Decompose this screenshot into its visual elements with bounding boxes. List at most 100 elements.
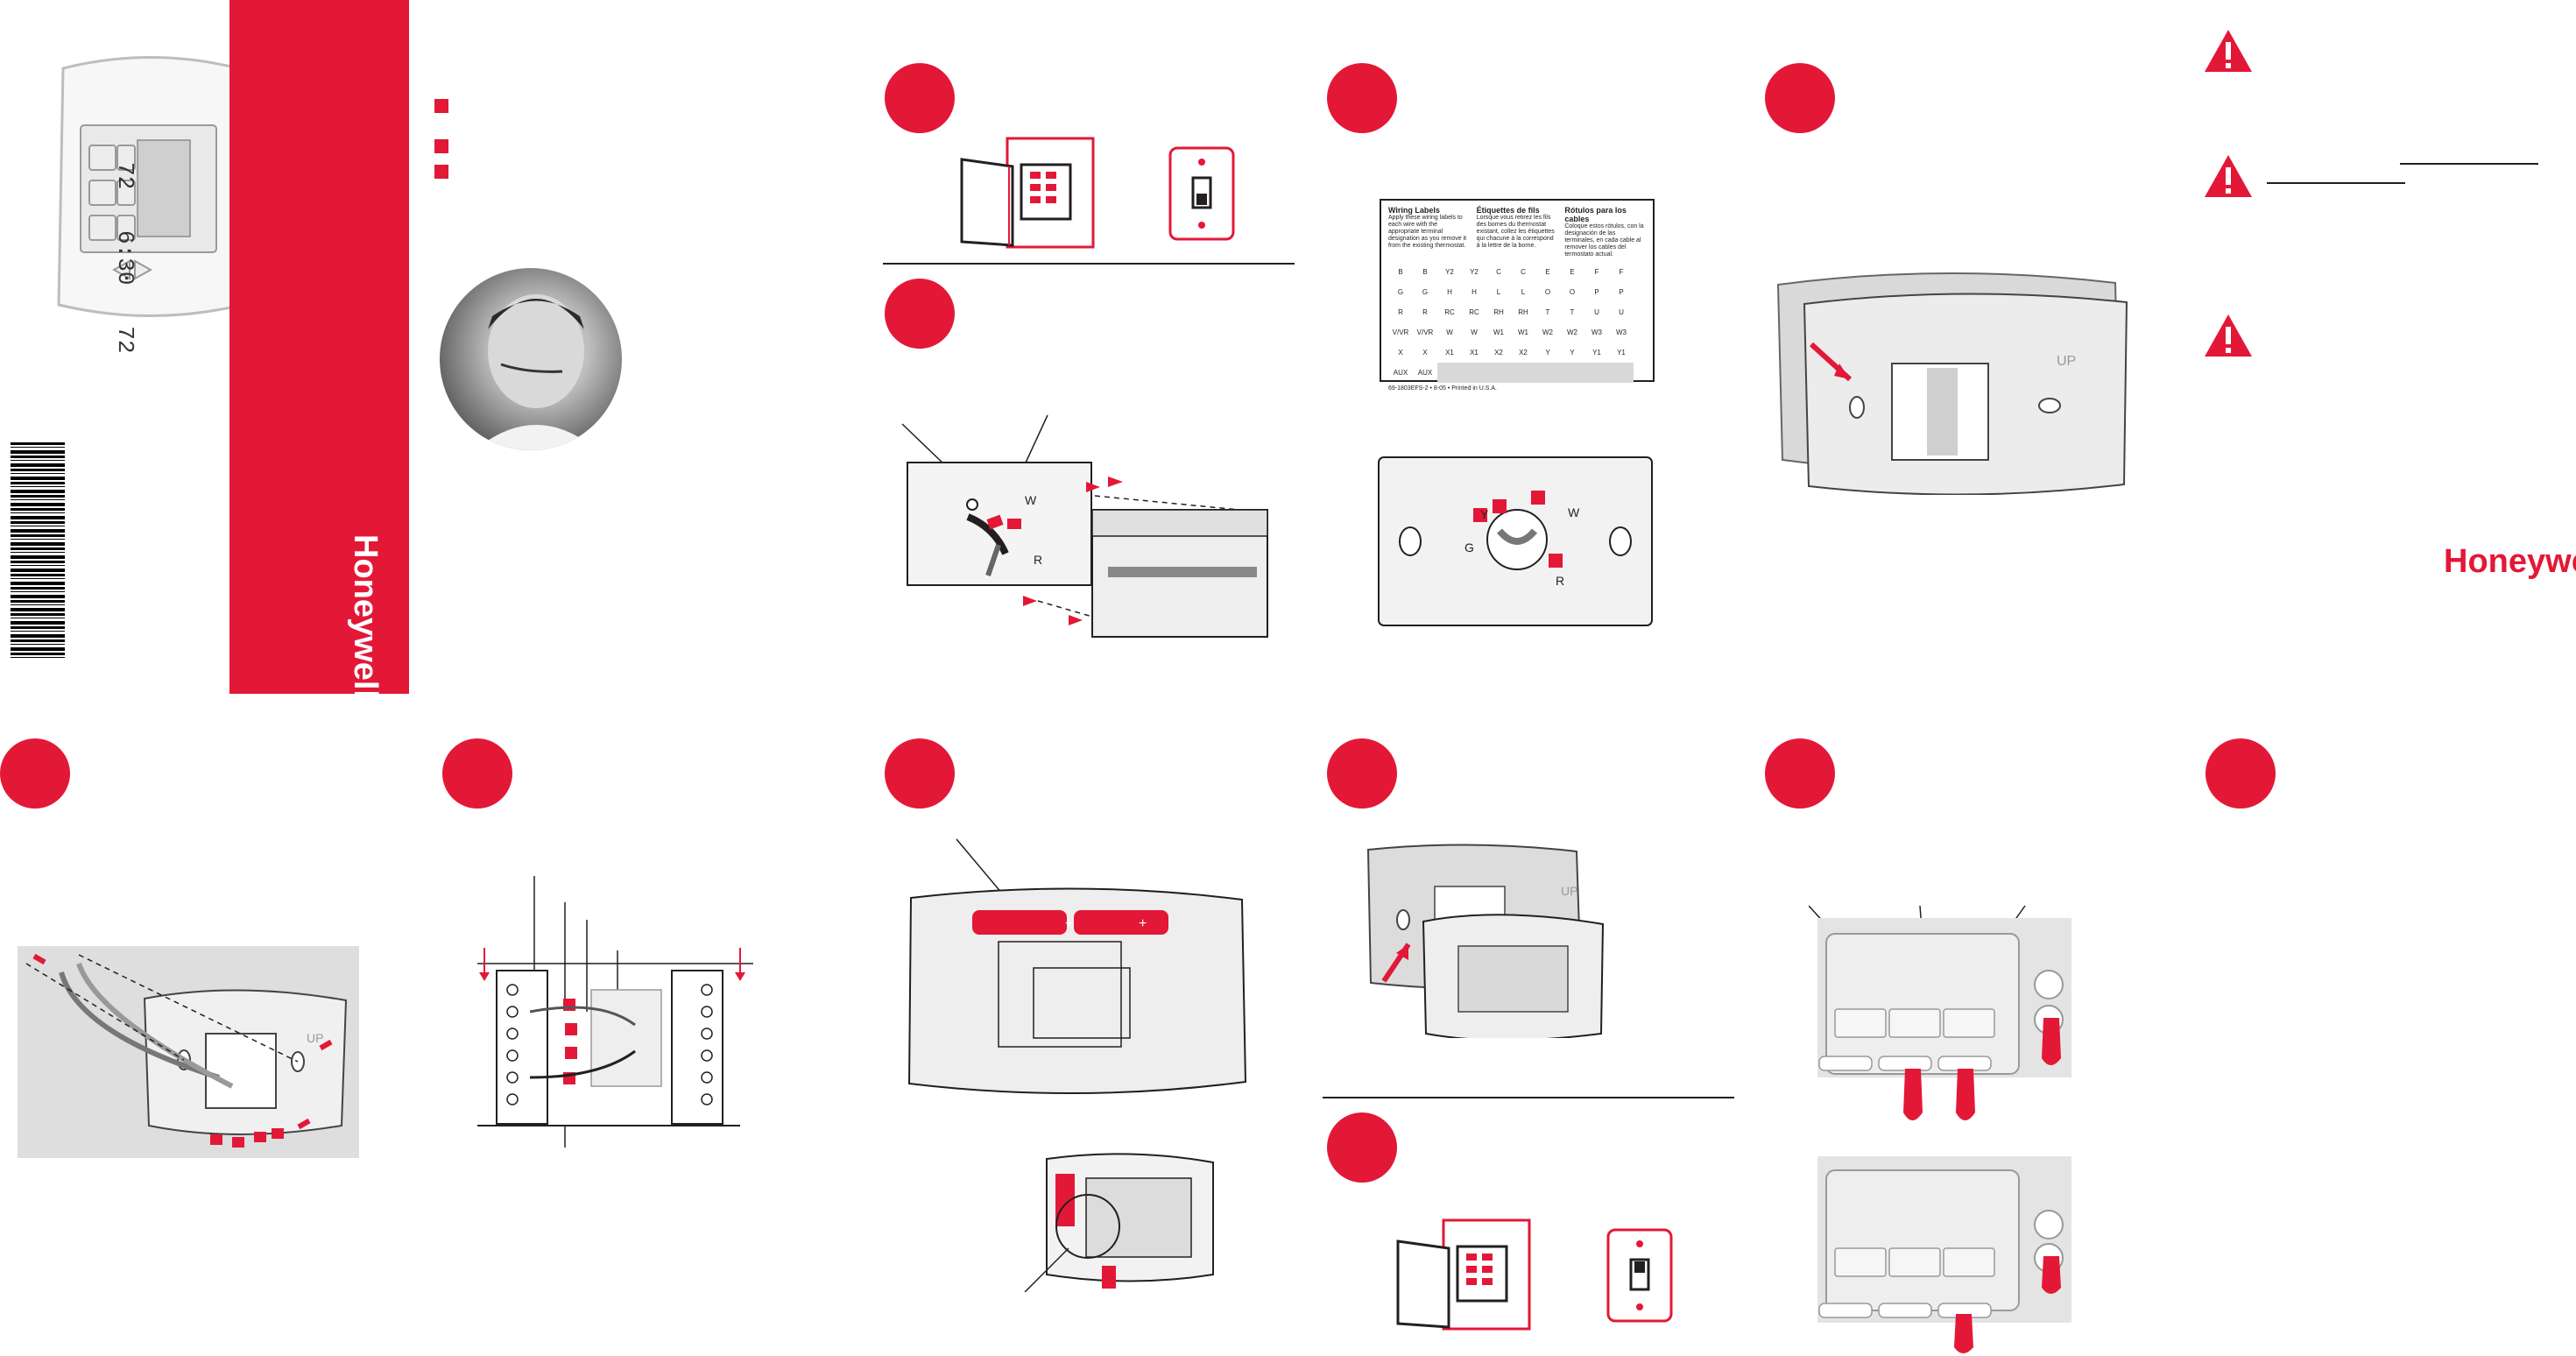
wire-label-cell: X [1422,349,1428,357]
wire-label-cell: C [1521,268,1526,276]
wire-label-cell: E [1545,268,1550,276]
svg-text:R: R [1034,553,1042,567]
wire-label-g: G [1464,540,1474,554]
step-8-marker [1327,738,1397,809]
battery-install-illustration: + + [907,838,1247,1292]
wire-label-cell: P [1619,288,1624,296]
step-7-marker [885,738,955,809]
cover-bullet-2 [434,139,448,153]
wire-label-cell: Y [1545,349,1550,357]
wire-label-cell: V/VR [1392,328,1409,336]
panel2-divider [883,263,1295,265]
wire-label-cell: Y2 [1470,268,1479,276]
wire-label-cell: Y [1570,349,1575,357]
wire-label-cell: R [1422,308,1428,316]
attach-up-label: UP [1561,884,1577,898]
step-9-marker [1327,1112,1397,1183]
card-text-es: Coloque estos rótulos, con la designació… [1564,223,1644,258]
step-10-marker [1765,738,1835,809]
terminal-block-wiring-illustration [477,876,753,1148]
wire-label-cell [1437,363,1462,383]
light-switch-icon [1168,146,1235,241]
wire-label-cell: O [1544,288,1551,296]
wire-label-cell [1486,363,1511,383]
wire-label-cell: Y1 [1617,349,1626,357]
honeywell-logo-vertical: Honeywell [347,534,384,699]
wire-label-cell: H [1447,288,1452,296]
breaker-panel-icon [960,137,1095,249]
wire-label-cell: G [1422,288,1429,296]
wire-label-cell: Y1 [1592,349,1601,357]
wire-label-cell: C [1496,268,1501,276]
wire-label-cell: AUX [1417,369,1433,377]
cover-bullet-3 [434,165,448,179]
wire-label-cell: W3 [1616,328,1627,336]
wire-label-cell: T [1545,308,1550,316]
cover-red-panel [229,0,409,694]
cover-bullet-1 [434,99,448,113]
wire-label-cell: W [1471,328,1478,336]
card-header-es: Rótulos para los cables [1564,206,1627,223]
card-text-fr: Lorsque vous retirez les fils des bornes… [1476,215,1555,249]
display-temp: 72 [112,162,138,190]
warning-underline-2 [2400,163,2538,165]
wire-label-cell [1609,363,1634,383]
wire-label-cell: W3 [1591,328,1602,336]
wire-label-cell: X1 [1445,349,1454,357]
wire-label-cell: X [1398,349,1403,357]
step-1-marker [885,63,955,133]
wire-label-cell: L [1521,288,1526,296]
wire-label-cell: B [1422,268,1428,276]
step-11-marker [2205,738,2276,809]
wire-label-r: R [1556,574,1564,588]
wire-label-cell: X2 [1494,349,1503,357]
display-time: 6:30 [112,230,138,286]
panel-b4-divider [1323,1097,1734,1098]
wire-label-cell: O [1569,288,1576,296]
card-text-en: Apply these wiring labels to each wire w… [1388,215,1467,249]
battery-plus-2: + [1139,916,1147,931]
svg-text:W: W [1025,493,1037,507]
breaker-panel-icon-restore [1396,1218,1531,1331]
honeywell-logo: Honeywell [2444,543,2576,580]
attach-thermostat-illustration: UP [1366,844,1605,1038]
mount-wallplate-illustration: UP [18,946,359,1158]
wire-label-cell: B [1398,268,1403,276]
wire-label-cell: G [1397,288,1404,296]
warning-icon-1 [2205,30,2252,72]
wire-label-cell [1535,363,1560,383]
step-5-marker [0,738,70,809]
display-buttons-illustration-bottom [1817,1156,2071,1353]
step-6-marker [442,738,512,809]
warning-icon-3 [2205,314,2252,357]
step-4-marker [1765,63,1835,133]
wire-label-w: W [1568,505,1580,519]
wire-label-cell: AUX [1393,369,1408,377]
wire-label-cell: X1 [1470,349,1479,357]
wire-label-cell: U [1594,308,1599,316]
step-2-marker [885,279,955,349]
card-header-fr: Étiquettes de fils [1476,206,1540,215]
wire-label-cell: R [1398,308,1403,316]
wire-label-cell: W1 [1493,328,1504,336]
wire-label-cell: V/VR [1416,328,1434,336]
wire-label-cell: E [1570,268,1575,276]
wire-label-cell: Y2 [1445,268,1454,276]
wire-label-cell: H [1471,288,1477,296]
support-agent-photo [440,268,622,450]
wire-label-cell [1584,363,1609,383]
light-switch-icon-restore [1606,1228,1673,1323]
wire-label-cell [1560,363,1584,383]
wire-label-cell: W [1446,328,1453,336]
wire-label-cell: F [1619,268,1624,276]
wire-label-cell: L [1496,288,1501,296]
wire-label-cell: RC [1469,308,1479,316]
wire-label-cell [1511,363,1535,383]
wire-label-y: Y [1480,507,1489,521]
